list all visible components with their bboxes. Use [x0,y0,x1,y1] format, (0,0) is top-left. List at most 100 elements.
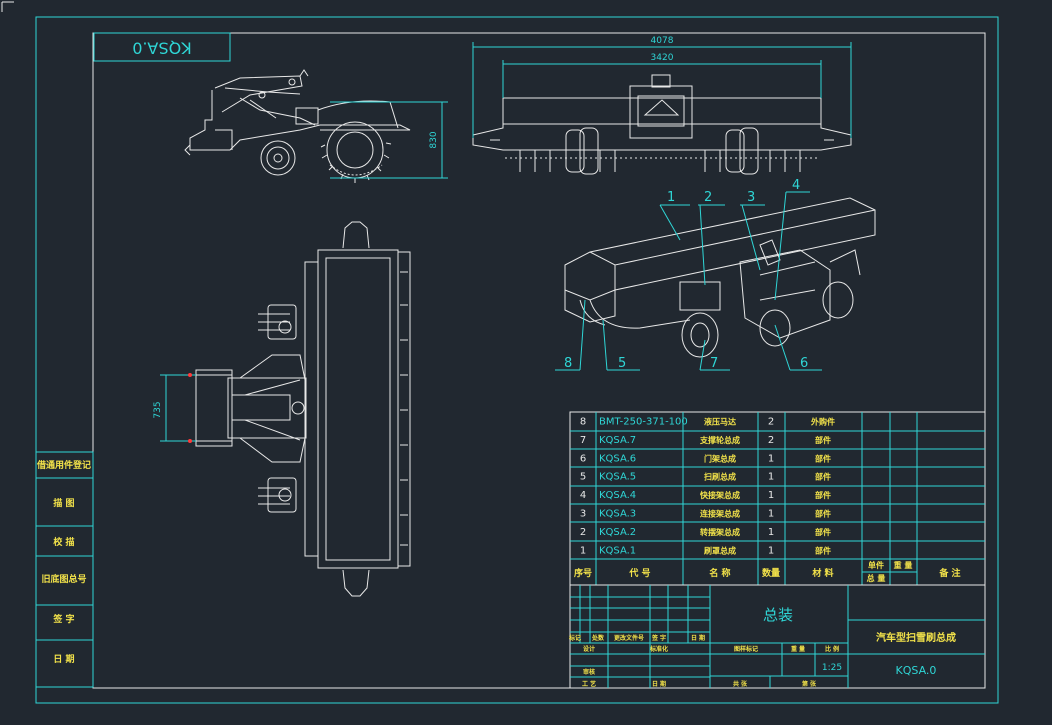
flipped-number-box [93,32,231,62]
parts-cell-seq: 1 [580,545,586,556]
callout-1: 1 [667,190,675,205]
parts-cell-seq: 2 [580,527,586,538]
flipped-drawing-number: KQSA.0 [132,39,191,58]
front-view [472,74,852,175]
hdr-single: 单件 [868,560,884,570]
strip-label-1: 描 图 [53,497,74,509]
parts-cell-seq: 8 [580,417,586,428]
parts-cell-material: 部件 [815,435,831,445]
hdr-name: 名 称 [709,567,730,579]
tb-mark: 标记 [568,634,581,642]
callout-2: 2 [704,190,712,205]
callout-6: 6 [800,356,808,371]
parts-cell-qty: 2 [768,435,774,446]
tb-sheet-no: 第 张 [801,680,817,688]
strip-label-0: 借通用件登记 [36,459,91,471]
parts-cell-material: 外购件 [811,417,835,427]
hdr-seq: 序号 [574,567,592,579]
parts-cell-qty: 2 [768,417,774,428]
parts-cell-code: KQSA.1 [599,545,636,556]
top-view [188,221,411,597]
hdr-code: 代 号 [628,567,650,579]
hdr-qty: 数量 [762,567,780,579]
tb-count: 处数 [591,634,605,642]
dim-overall-width: 4078 [651,36,674,46]
tb-weight: 重 量 [791,645,805,653]
parts-cell-qty: 1 [768,472,774,483]
parts-list-table [569,411,986,586]
hdr-remark: 备 注 [938,567,960,579]
parts-cell-name: 转摆架总成 [700,527,740,537]
tb-standardize: 标准化 [649,645,668,653]
title-block: 总装 汽车型扫雪刷总成 KQSA.0 1:25 标记 处数 更改文件号 签 字 … [568,584,986,689]
parts-cell-code: KQSA.3 [599,509,636,520]
assembly-label: 总装 [763,606,793,624]
parts-cell-seq: 5 [580,472,586,483]
parts-cell-code: KQSA.4 [599,490,636,501]
parts-cell-seq: 6 [580,453,586,464]
parts-cell-qty: 1 [768,509,774,520]
tb-sign: 签 字 [651,634,666,642]
strip-label-2: 校 描 [53,536,74,548]
ucs-corner-icon [1,1,14,12]
parts-cell-name: 快接架总成 [700,490,740,500]
parts-cell-qty: 1 [768,453,774,464]
product-name: 汽车型扫雪刷总成 [876,631,956,644]
isometric-callouts: 1 2 3 4 8 5 7 6 [555,178,822,371]
strip-label-3: 旧底图总号 [41,573,86,585]
strip-label-4: 签 字 [52,613,74,625]
hdr-weight: 重 量 [894,560,913,570]
parts-cell-material: 部件 [815,509,831,519]
dimension-hitch: 735 [153,373,196,443]
dim-hitch-label: 735 [153,401,163,418]
parts-cell-name: 扫刷总成 [704,472,736,482]
tb-approve: 日 期 [652,680,666,688]
drawing-number: KQSA.0 [896,664,937,677]
parts-cell-material: 部件 [815,527,831,537]
parts-cell-seq: 3 [580,509,586,520]
parts-cell-code: KQSA.7 [599,435,636,446]
tb-sheets: 共 张 [733,680,748,688]
parts-cell-material: 部件 [815,490,831,500]
left-record-strip: 借通用件登记 描 图 校 描 旧底图总号 签 字 日 期 [35,451,94,688]
parts-cell-code: BMT-250-371-100 [599,417,688,428]
parts-cell-seq: 4 [580,490,586,501]
parts-cell-material: 部件 [815,545,831,555]
callout-7: 7 [710,356,718,371]
parts-cell-name: 刷罩总成 [703,545,736,555]
tb-date: 日 期 [691,634,705,642]
parts-cell-name: 液压马达 [704,417,736,427]
callout-3: 3 [747,190,755,205]
callout-5: 5 [618,356,626,371]
strip-label-5: 日 期 [53,653,74,665]
parts-cell-code: KQSA.6 [599,453,636,464]
parts-cell-qty: 1 [768,545,774,556]
isometric-view [564,197,876,358]
hdr-material: 材 料 [811,567,833,579]
scale-value: 1:25 [822,663,842,673]
dim-brush-width: 3420 [651,53,674,63]
parts-cell-name: 门架总成 [704,453,736,463]
parts-cell-name: 支撑轮总成 [699,435,740,445]
callout-4: 4 [792,178,800,193]
tb-ratio: 比 例 [825,645,839,653]
parts-list-rows: 8 BMT-250-371-100 液压马达 2 外购件 7 KQSA.7 支撑轮总成 2 部件 6… [580,417,835,557]
tb-review: 审核 [583,668,595,676]
tb-stage-mark: 图样标记 [734,645,758,653]
tb-change-doc: 更改文件号 [614,634,644,642]
parts-cell-qty: 1 [768,490,774,501]
callout-8: 8 [564,356,572,371]
dim-height-label: 830 [429,131,439,148]
dimension-height: 830 [330,101,448,179]
outer-border [35,16,999,704]
parts-cell-code: KQSA.5 [599,472,636,483]
parts-cell-name: 连接架总成 [700,509,740,519]
dimension-widths: 4078 3420 [472,36,852,138]
tb-process: 工 艺 [582,680,596,688]
parts-cell-code: KQSA.2 [599,527,636,538]
parts-cell-seq: 7 [580,435,586,446]
inner-border [92,32,986,689]
parts-cell-material: 部件 [815,472,831,482]
